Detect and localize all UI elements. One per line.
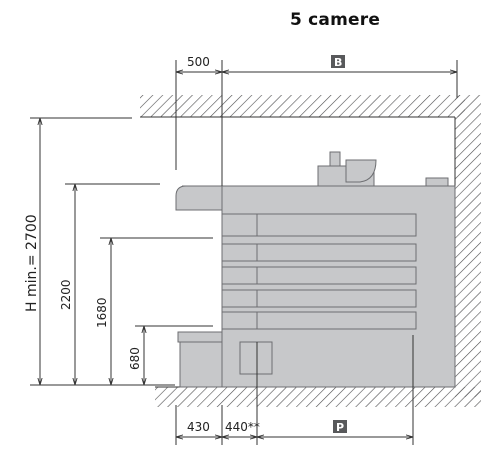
chamber-1 [221,213,417,237]
depth-badge-label: P [336,421,344,434]
door-clearance-label: 440** [225,420,260,434]
room-height-label: H min.= 2700 [24,214,40,312]
width-badge-label: B [334,56,342,69]
ceiling-hatch [140,95,465,118]
rear-clearance-label: 500 [187,55,210,69]
chamber-3 [221,266,417,285]
tray-height-label: 1680 [95,297,109,328]
chamber-4 [221,289,417,308]
depth-badge: P [333,420,347,434]
height-dimension-lines [40,118,144,385]
proofer-height-label: 680 [128,347,142,370]
floor-hatch [155,386,481,407]
front-clearance-label: 430 [187,420,210,434]
rear-wall-hatch [454,95,481,397]
top-height-label: 2200 [59,279,73,310]
diagram-title: 5 camere [290,10,381,30]
width-badge: B [331,55,345,69]
chamber-5 [221,311,417,330]
chamber-2 [221,243,417,262]
